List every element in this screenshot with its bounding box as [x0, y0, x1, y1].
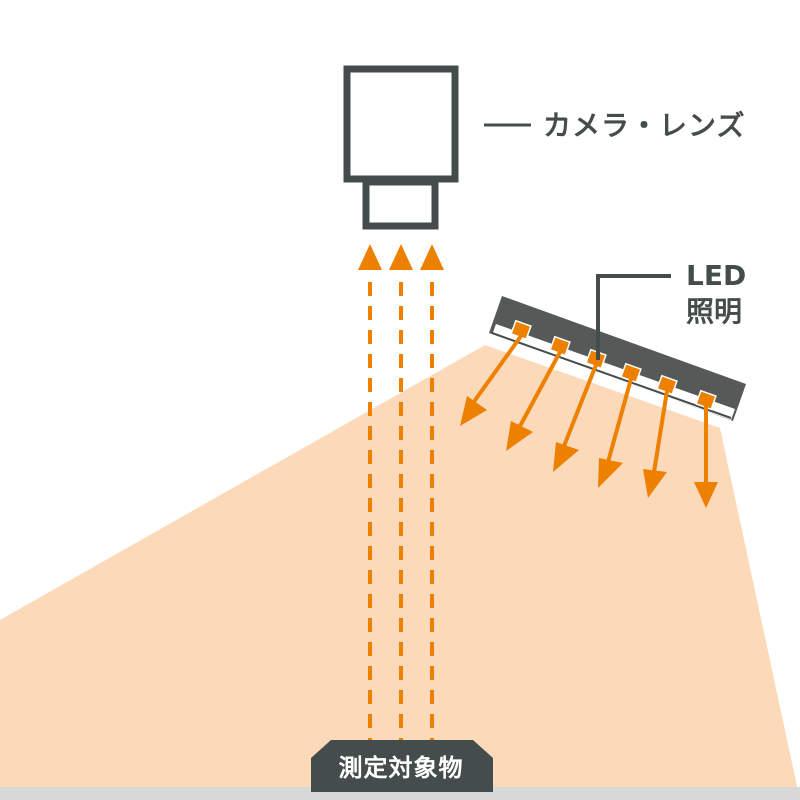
emitted-arrow-head [460, 396, 487, 426]
led-label-line1: LED [686, 259, 747, 292]
object-tag [311, 740, 493, 792]
reflected-arrow-head [358, 244, 382, 270]
reflected-arrow-head [389, 244, 413, 270]
led-chip [656, 374, 678, 396]
emitted-arrow-head [553, 442, 579, 472]
led-chip [695, 389, 717, 411]
emitted-arrow-shaft [606, 378, 633, 463]
emitted-arrow-shaft [562, 364, 598, 447]
camera-body-icon [343, 65, 459, 183]
lens-icon [362, 178, 439, 230]
emitted-arrow-head [643, 469, 667, 498]
led-label-line2: 照明 [686, 295, 743, 328]
emitted-arrow-shaft [652, 390, 669, 473]
led-bar-rule [491, 332, 732, 419]
emitted-arrow-shaft [471, 334, 523, 405]
reflected-light-arrows [358, 244, 444, 740]
camera-lens-label: カメラ・レンズ [543, 109, 746, 142]
led-chip [620, 362, 642, 384]
led-leader-line [596, 274, 671, 360]
emitted-arrow-head [694, 482, 718, 508]
led-lighting-label: LED 照明 [686, 258, 746, 330]
floor [0, 787, 800, 800]
emitted-arrow-head [506, 421, 533, 451]
reflected-arrow-head [420, 244, 444, 270]
emitted-arrow-head [598, 458, 623, 488]
emitted-arrow-shaft [517, 351, 562, 429]
led-bar-icon [489, 296, 746, 421]
led-bar-housing [489, 296, 746, 421]
emitted-light-arrows [460, 334, 718, 508]
measured-object-label: 測定対象物 [338, 753, 464, 782]
